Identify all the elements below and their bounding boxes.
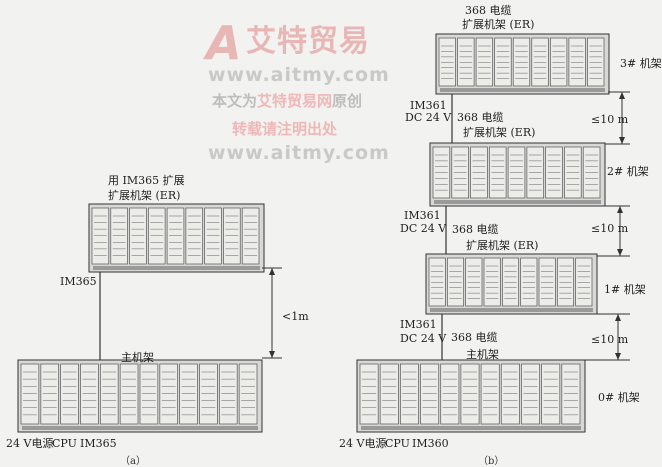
watermark-url-2: www.aitmy.com: [208, 142, 390, 164]
watermark-line-prefix: 本文为: [212, 92, 258, 110]
b-im361-label-2: IM361: [404, 209, 441, 222]
b-cpu-label: CPU: [385, 437, 410, 450]
b-power-label: 24 V电源: [339, 437, 387, 450]
a-distance-dimension-arrow: [269, 268, 275, 275]
watermark-source-line: 本文为艾特贸易网原创: [212, 90, 362, 111]
b-dc-label-2: DC 24 V: [400, 222, 447, 235]
b-distance-2: ≤10 m: [591, 222, 629, 235]
b-main-rack-label: 主机架: [466, 348, 499, 361]
a-main-rack-label: 主机架: [121, 351, 154, 364]
b-distance-3: ≤10 m: [591, 333, 629, 346]
b-cable-label-4: 368 电缆: [451, 331, 498, 344]
b-rack-2-rail: [434, 200, 601, 204]
b-er-label-2: 扩展机架 (ER): [463, 126, 536, 139]
watermark-logo-letter: A: [206, 16, 242, 70]
a-er-label-line2: 扩展机架 (ER): [108, 189, 181, 202]
b-distance-dim-1-arrow: [619, 92, 625, 99]
watermark-logo: A 艾特贸易: [206, 18, 396, 68]
a-expansion-rack-rail: [93, 266, 260, 270]
b-distance-1: ≤10 m: [591, 113, 629, 126]
a-er-label-line1: 用 IM365 扩展: [108, 174, 185, 187]
b-rack2-label: 2# 机架: [607, 165, 649, 178]
a-cpu-label: CPU: [52, 437, 77, 450]
b-er-label-top: 扩展机架 (ER): [462, 18, 535, 31]
b-rack0-label: 0# 机架: [598, 391, 640, 404]
b-rack-0-rail: [361, 426, 581, 430]
watermark-url-1: www.aitmy.com: [208, 64, 390, 86]
a-im365-bottom-label: IM365: [80, 437, 117, 450]
watermark-logo-text: 艾特贸易: [246, 24, 370, 59]
b-distance-dim-3-arrow: [615, 353, 621, 360]
b-caption: （b）: [478, 456, 505, 467]
b-distance-dim-2-arrow: [617, 249, 623, 256]
watermark-line-highlight: 艾特贸易网: [257, 92, 333, 110]
watermark-line-suffix: 原创: [332, 92, 363, 110]
b-distance-dim-2-arrow: [617, 206, 623, 213]
b-dc-label-1: DC 24 V: [405, 111, 452, 124]
b-im361-label-3: IM361: [400, 318, 437, 331]
b-im361-label-1: IM361: [410, 99, 447, 112]
b-rack3-label: 3# 机架: [620, 57, 662, 70]
b-rack-1-rail: [430, 308, 593, 312]
b-dc-label-3: DC 24 V: [400, 332, 447, 345]
b-distance-dim-3-arrow: [615, 314, 621, 321]
b-cable-label-2: 368 电缆: [457, 111, 504, 124]
a-distance-dimension-arrow: [269, 351, 275, 358]
b-rack-3-rail: [440, 88, 605, 92]
b-im360-label: IM360: [412, 437, 449, 450]
a-power-label: 24 V电源: [6, 437, 54, 450]
b-cable-label-3: 368 电缆: [452, 223, 499, 236]
a-distance-label: <1m: [282, 310, 309, 323]
a-caption: （a）: [120, 456, 146, 467]
b-distance-dim-1-arrow: [619, 137, 625, 144]
watermark-line-2: 转载请注明出处: [232, 120, 338, 138]
b-rack1-label: 1# 机架: [604, 283, 646, 296]
a-main-rack-rail: [22, 426, 258, 430]
a-im365-label: IM365: [60, 275, 97, 288]
b-cable-label-top: 368 电缆: [465, 4, 512, 17]
b-er-label-3: 扩展机架 (ER): [466, 239, 539, 252]
